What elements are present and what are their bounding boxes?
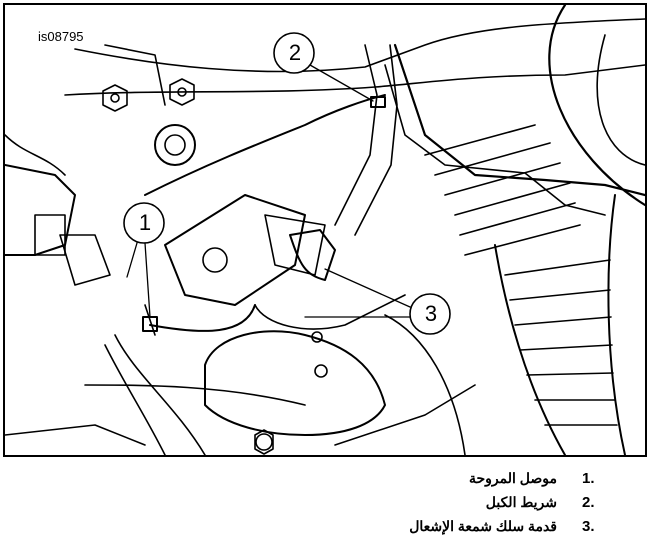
callout-2: 2 (288, 40, 302, 65)
technical-illustration: is08795 2 1 3 (3, 3, 647, 457)
legend-text: موصل المروحة (468, 470, 557, 486)
legend-number: 3. (582, 518, 595, 535)
legend-text: قدمة سلك شمعة الإشعال (409, 518, 557, 534)
figure-id-label: is08795 (36, 29, 86, 44)
legend-item: 1. موصل المروحة (0, 470, 652, 492)
legend-number: 1. (582, 470, 595, 487)
callout-3: 3 (424, 301, 438, 326)
legend-item: 2. شريط الكبل (0, 494, 652, 516)
callout-1: 1 (138, 210, 152, 235)
legend-list: 1. موصل المروحة 2. شريط الكبل 3. قدمة سل… (0, 462, 652, 543)
engine-line-drawing (5, 5, 645, 455)
legend-text: شريط الكبل (485, 494, 557, 510)
legend-item: 3. قدمة سلك شمعة الإشعال (0, 518, 652, 540)
legend-number: 2. (582, 494, 595, 511)
